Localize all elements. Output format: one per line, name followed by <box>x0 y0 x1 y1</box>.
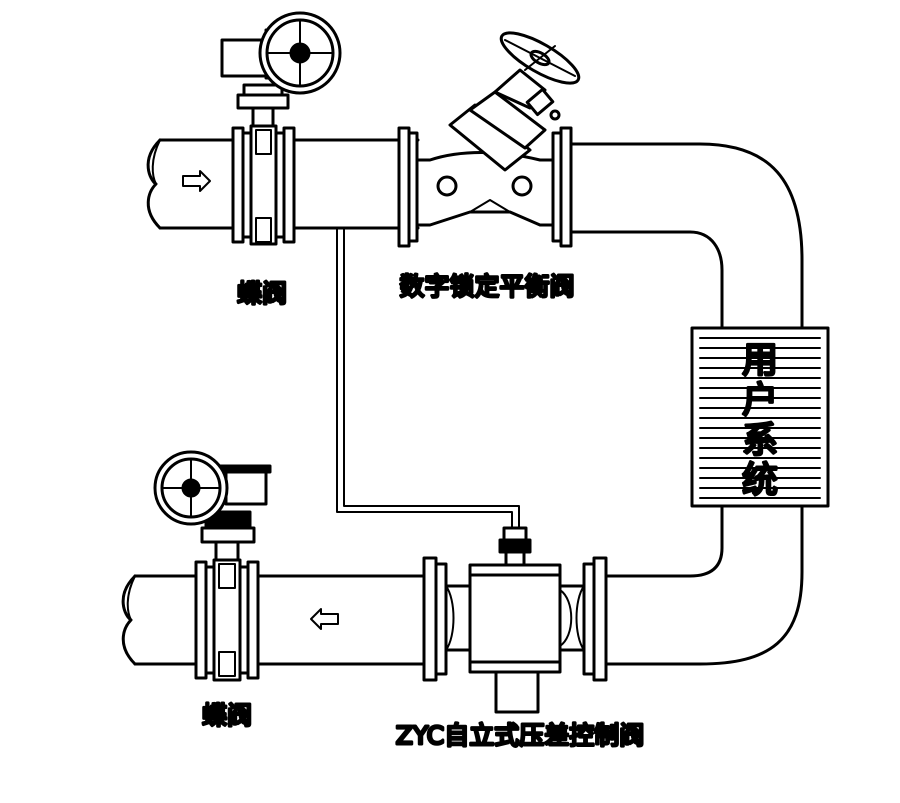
supply-flow-arrow <box>182 170 211 192</box>
user-system-char-1: 用 <box>742 340 778 381</box>
return-pipe-right <box>602 504 804 666</box>
supply-pipe-right <box>569 142 804 330</box>
butterfly-valve-top <box>220 11 342 246</box>
user-system-label: 用 户 系 统 <box>740 339 779 503</box>
user-system-char-2: 户 <box>742 380 778 421</box>
butterfly-valve-bottom <box>153 450 272 682</box>
digital-balance-valve <box>397 31 581 248</box>
return-flow-arrow <box>310 608 339 630</box>
label-balance-valve: 数字锁定平衡阀 <box>399 272 574 301</box>
user-system-char-3: 系 <box>742 420 778 461</box>
user-system-box: 用 户 系 统 <box>690 326 830 508</box>
label-butterfly-valve-top: 蝶阀 <box>237 279 287 308</box>
label-butterfly-valve-bottom: 蝶阀 <box>202 701 252 730</box>
impulse-tube <box>336 227 520 529</box>
user-system-char-4: 统 <box>742 460 778 501</box>
label-pressure-differential-valve: ZYC自立式压差控制阀 <box>396 721 645 750</box>
return-pipe <box>121 574 426 666</box>
pressure-differential-valve <box>422 526 608 714</box>
